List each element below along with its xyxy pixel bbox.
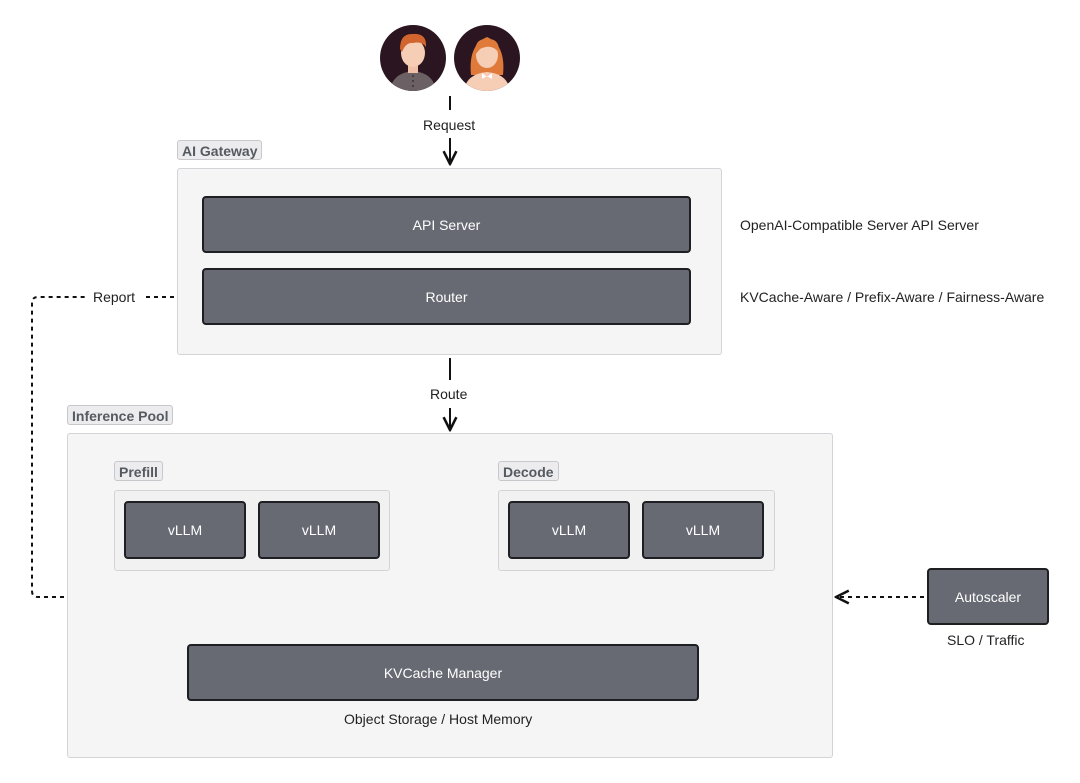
router-note: KVCache-Aware / Prefix-Aware / Fairness-… xyxy=(740,289,1045,305)
user-avatar-female xyxy=(454,25,520,91)
report-loop-line xyxy=(31,296,86,598)
male-user-icon xyxy=(380,25,446,91)
female-user-icon xyxy=(454,25,520,91)
kvcache-manager-box[interactable]: KVCache Manager xyxy=(187,644,699,701)
user-avatar-male xyxy=(380,25,446,91)
inference-pool-tag: Inference Pool xyxy=(67,405,174,425)
autoscaler-box[interactable]: Autoscaler xyxy=(927,568,1049,625)
router-box[interactable]: Router xyxy=(202,268,691,325)
prefill-tag: Prefill xyxy=(114,461,163,481)
decode-tag: Decode xyxy=(498,461,559,481)
ai-gateway-tag: AI Gateway xyxy=(177,140,263,160)
kvcache-note: Object Storage / Host Memory xyxy=(344,711,533,727)
api-server-box[interactable]: API Server xyxy=(202,196,691,253)
decode-vllm-node[interactable]: vLLM xyxy=(642,501,764,559)
inference-pool-container xyxy=(67,433,833,758)
prefill-vllm-node[interactable]: vLLM xyxy=(124,501,246,559)
autoscaler-note: SLO / Traffic xyxy=(947,632,1025,648)
api-server-note: OpenAI-Compatible Server API Server xyxy=(740,217,979,233)
request-label: Request xyxy=(423,117,476,133)
decode-vllm-node[interactable]: vLLM xyxy=(508,501,630,559)
route-label: Route xyxy=(430,386,468,402)
prefill-vllm-node[interactable]: vLLM xyxy=(258,501,380,559)
report-label: Report xyxy=(93,289,136,305)
